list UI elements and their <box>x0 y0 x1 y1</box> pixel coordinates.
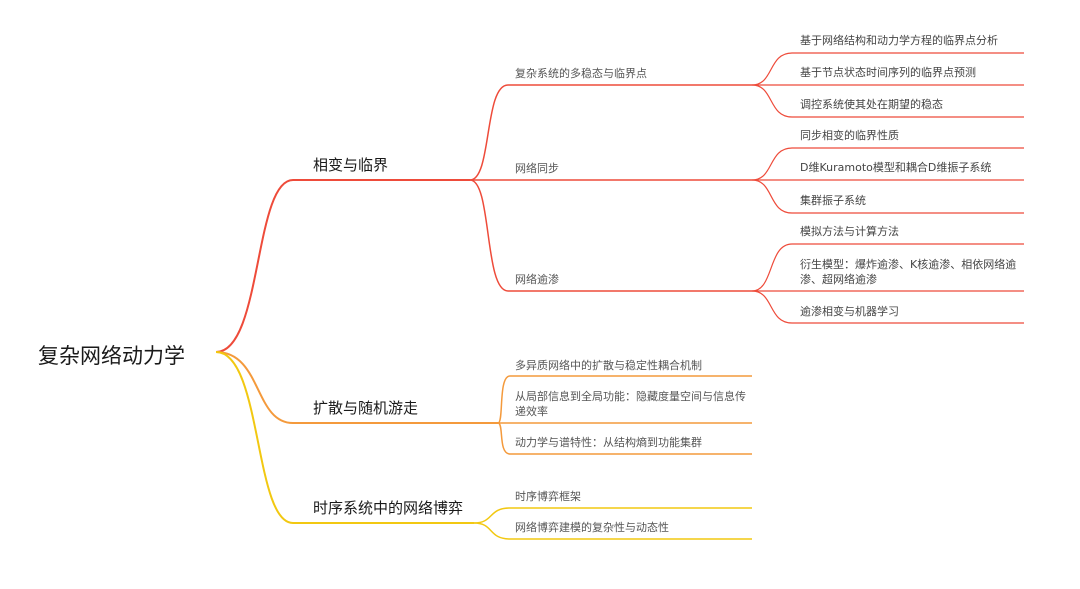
leaf-cluster-oscillators[interactable]: 集群振子系统 <box>800 194 866 207</box>
connector-b0-c2-g0 <box>751 243 1024 292</box>
connector-b0-c0 <box>469 84 752 181</box>
leaf-sync-critical[interactable]: 同步相变的临界性质 <box>800 129 899 142</box>
connector-b1-c2 <box>497 422 752 455</box>
topic-heterogeneous-diffusion[interactable]: 多异质网络中的扩散与稳定性耦合机制 <box>515 359 702 372</box>
topic-temporal-game-framework[interactable]: 时序博弈框架 <box>515 490 581 503</box>
topic-local-to-global[interactable]: 从局部信息到全局功能：隐藏度量空间与信息传递效率 <box>515 390 746 418</box>
leaf-critical-analysis[interactable]: 基于网络结构和动力学方程的临界点分析 <box>800 34 998 47</box>
branch-network-game[interactable]: 时序系统中的网络博弈 <box>313 499 464 517</box>
connector-root-b0 <box>215 179 470 353</box>
connector-b0-c1-g0 <box>751 147 1024 181</box>
connector-b2-c0 <box>473 507 752 524</box>
leaf-critical-prediction[interactable]: 基于节点状态时间序列的临界点预测 <box>800 66 976 79</box>
connector-b0-c2 <box>469 179 752 292</box>
root-topic[interactable]: 复杂网络动力学 <box>38 344 185 368</box>
topic-spectral-properties[interactable]: 动力学与谱特性：从结构熵到功能集群 <box>515 436 702 449</box>
topic-synchronization[interactable]: 网络同步 <box>515 162 559 175</box>
topic-game-complexity[interactable]: 网络博弈建模的复杂性与动态性 <box>515 521 669 534</box>
connector-b0-c2-g2 <box>751 290 1024 324</box>
topic-multistability[interactable]: 复杂系统的多稳态与临界点 <box>515 67 647 80</box>
leaf-kuramoto[interactable]: D维Kuramoto模型和耦合D维振子系统 <box>800 161 992 174</box>
connector-b2-c1 <box>473 522 752 540</box>
connector-root-b1 <box>215 351 498 424</box>
connector-root-b2 <box>215 351 474 524</box>
leaf-steady-state-control[interactable]: 调控系统使其处在期望的稳态 <box>800 98 943 111</box>
topic-percolation[interactable]: 网络逾渗 <box>515 273 559 286</box>
connector-b0-c1-g2 <box>751 179 1024 214</box>
branch-phase-transition[interactable]: 相变与临界 <box>313 156 389 174</box>
connector-b1-c0 <box>497 375 752 424</box>
connector-b0-c0-g2 <box>751 84 1024 118</box>
branch-diffusion[interactable]: 扩散与随机游走 <box>313 399 419 417</box>
leaf-derived-models[interactable]: 衍生模型：爆炸逾渗、K核逾渗、相依网络逾渗、超网络逾渗 <box>800 258 1017 286</box>
connector-b0-c0-g0 <box>751 52 1024 86</box>
leaf-simulation-methods[interactable]: 模拟方法与计算方法 <box>800 225 899 238</box>
leaf-percolation-ml[interactable]: 逾渗相变与机器学习 <box>800 305 899 318</box>
